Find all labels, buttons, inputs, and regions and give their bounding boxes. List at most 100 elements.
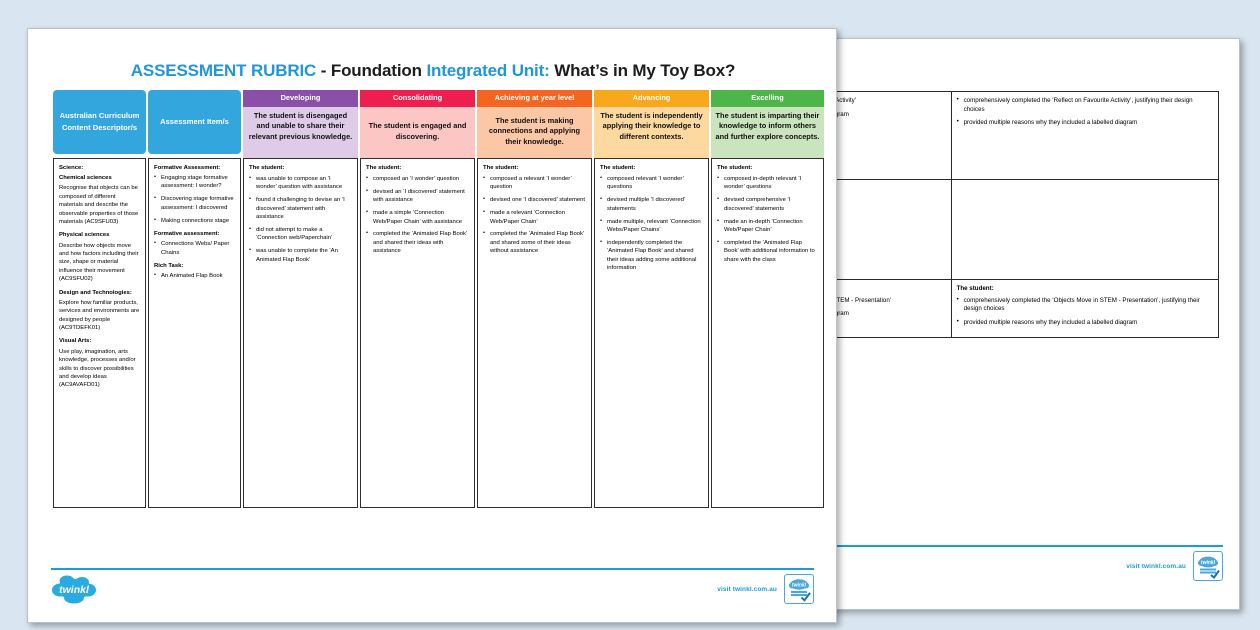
list-item: Discovering stage formative assessment: … <box>154 194 235 212</box>
cell-assessment-items: Formative Assessment: Engaging stage for… <box>148 157 241 508</box>
list-item: made multiple, relevant ‘Connection Webs… <box>600 217 703 235</box>
svg-text:twinkl: twinkl <box>1201 560 1216 566</box>
cell-lead-developing: The student: <box>249 164 285 171</box>
page2-footer-divider <box>461 545 1223 547</box>
header-label-advancing: Advancing <box>594 90 709 107</box>
rubric-page-1[interactable]: ASSESSMENT RUBRIC - Foundation Integrate… <box>27 28 837 623</box>
header-cell-advancing: Advancing The student is independently a… <box>594 90 709 158</box>
header-label-excelling: Excelling <box>711 90 824 107</box>
list-item: An Animated Flap Book <box>154 271 235 280</box>
list-item: completed the ‘Animated Flap Book’ and s… <box>483 229 586 255</box>
header-cell-assessment-items: Assessment Item/s <box>148 90 241 158</box>
list-item: composed an ‘I wonder’ question <box>366 174 469 183</box>
list-item: made a relevant ‘Connection Web/Paper Ch… <box>483 208 586 226</box>
list-item: was unable to compose an ‘I wonder’ ques… <box>249 174 352 192</box>
header-label-achieving: Achieving at year level <box>477 90 592 107</box>
page-title: ASSESSMENT RUBRIC - Foundation Integrate… <box>28 61 836 81</box>
cell-level-achieving: The student: composed a relevant ‘I wond… <box>477 157 592 508</box>
header-cell-excelling: Excelling The student is imparting their… <box>711 90 824 158</box>
cell-level-advancing: The student: composed relevant ‘I wonder… <box>594 157 709 508</box>
page1-footer: twinkl visit twinkl.com.au twinkl <box>51 574 814 604</box>
bullet-list: composed relevant ‘I wonder’ questions d… <box>600 174 703 273</box>
list-item: composed in-depth relevant ‘I wonder’ qu… <box>717 174 818 192</box>
bullet-list: Connections Webs/ Paper Chains <box>154 239 235 257</box>
twinkl-approved-badge-icon: twinkl <box>784 574 814 604</box>
cell-lead-achieving: The student: <box>483 164 519 171</box>
page-title-foundation: - Foundation <box>316 61 427 80</box>
bullet-list: An Animated Flap Book <box>154 271 235 280</box>
page2-row2-cell-2: The student: comprehensively completed t… <box>950 278 1220 339</box>
curriculum-subheading-physical: Physical sciences <box>59 232 110 239</box>
list-item: completed the ‘Animated Flap Book’ and s… <box>366 229 469 255</box>
assessment-group-title-0: Formative Assessment: <box>154 164 221 171</box>
cell-lead-excelling: The student: <box>717 164 753 171</box>
curriculum-subheading-design-tech: Design and Technologies: <box>59 289 132 296</box>
page1-visit-link[interactable]: visit twinkl.com.au <box>717 585 777 593</box>
list-item: composed relevant ‘I wonder’ questions <box>600 174 703 192</box>
footer-right-group: visit twinkl.com.au twinkl <box>717 574 814 604</box>
header-desc-excelling: The student is imparting their knowledge… <box>711 106 824 158</box>
list-item: made a simple ‘Connection Web/Paper Chai… <box>366 208 469 226</box>
header-cell-achieving: Achieving at year level The student is m… <box>477 90 592 158</box>
curriculum-text-chemical: Recognise that objects can be composed o… <box>59 185 139 225</box>
curriculum-subheading-chemical: Chemical sciences <box>59 175 112 182</box>
list-item: Making connections stage <box>154 216 235 225</box>
cell-level-developing: The student: was unable to compose an ‘I… <box>243 157 358 508</box>
twinkl-logo-icon[interactable]: twinkl <box>51 574 97 604</box>
list-item: was unable to complete the ‘An Animated … <box>249 246 352 264</box>
list-item: independently completed the ‘Animated Fl… <box>600 238 703 273</box>
page2-spacer-2 <box>950 179 1220 280</box>
cell-lead: The student: <box>956 285 994 292</box>
twinkl-approved-badge-icon: twinkl <box>1193 551 1223 581</box>
list-item: provided multiple reasons why they inclu… <box>957 118 1213 128</box>
curriculum-heading-science: Science: <box>59 164 84 171</box>
header-desc-achieving: The student is making connections and ap… <box>477 106 592 158</box>
list-item: composed a relevant ‘I wonder’ question <box>483 174 586 192</box>
header-label-developing: Developing <box>243 90 358 107</box>
list-item: completed the ‘Animated Flap Book’ with … <box>717 238 818 264</box>
bullet-list: comprehensively completed the ‘Objects M… <box>957 296 1213 328</box>
header-desc-advancing: The student is independently applying th… <box>594 106 709 158</box>
header-cell-consolidating: Consolidating The student is engaged and… <box>360 90 475 158</box>
cell-lead-advancing: The student: <box>600 164 636 171</box>
cell-curriculum-descriptors: Science: Chemical sciences Recognise tha… <box>53 157 146 508</box>
list-item: provided multiple reasons why they inclu… <box>957 318 1213 328</box>
list-item: found it challenging to devise an ‘I dis… <box>249 195 352 221</box>
curriculum-text-physical: Describe how objects move and how factor… <box>59 242 139 283</box>
curriculum-subheading-visual-arts: Visual Arts: <box>59 338 92 345</box>
bullet-list: was unable to compose an ‘I wonder’ ques… <box>249 174 352 264</box>
page1-footer-divider <box>51 567 814 570</box>
bullet-list: composed a relevant ‘I wonder’ question … <box>483 174 586 256</box>
page2-footer: visit twinkl.com.au twinkl <box>1126 551 1223 581</box>
header-desc-developing: The student is disengaged and unable to … <box>243 106 358 158</box>
header-label-curriculum: Australian Curriculum Content Descriptor… <box>53 90 146 154</box>
header-label-consolidating: Consolidating <box>360 90 475 107</box>
list-item: devised comprehensive ‘I discovered’ sta… <box>717 195 818 213</box>
bullet-list: Engaging stage formative assessment: I w… <box>154 173 235 225</box>
page-title-integrated-unit: Integrated Unit: <box>426 61 550 80</box>
page-title-unit-name: What’s in My Toy Box? <box>549 61 736 80</box>
list-item: devised one ‘I discovered’ statement <box>483 195 586 204</box>
list-item: comprehensively completed the ‘Reflect o… <box>957 96 1213 114</box>
page2-row1-cell-2: comprehensively completed the ‘Reflect o… <box>950 91 1220 180</box>
list-item: Engaging stage formative assessment: I w… <box>154 173 235 191</box>
rubric-header-row: Australian Curriculum Content Descriptor… <box>53 90 824 158</box>
cell-lead-consolidating: The student: <box>366 164 402 171</box>
page2-visit-link[interactable]: visit twinkl.com.au <box>1126 562 1186 570</box>
list-item: devised an ‘I discovered’ statement with… <box>366 187 469 205</box>
list-item: did not attempt to make a ‘Connection we… <box>249 225 352 243</box>
list-item: devised multiple ‘I discovered’ statemen… <box>600 195 703 213</box>
list-item: made an in-depth ‘Connection Web/Paper C… <box>717 217 818 235</box>
header-label-assessment-items: Assessment Item/s <box>148 90 241 154</box>
assessment-group-title-2: Rich Task: <box>154 263 184 270</box>
cell-level-consolidating: The student: composed an ‘I wonder’ ques… <box>360 157 475 508</box>
svg-text:twinkl: twinkl <box>792 583 807 589</box>
list-item: comprehensively completed the ‘Objects M… <box>957 296 1213 314</box>
rubric-body-row: Science: Chemical sciences Recognise tha… <box>53 157 824 508</box>
curriculum-text-visual-arts: Use play, imagination, arts knowledge, p… <box>59 348 136 389</box>
header-desc-consolidating: The student is engaged and discovering. <box>360 106 475 158</box>
bullet-list: composed an ‘I wonder’ question devised … <box>366 174 469 256</box>
assessment-group-title-1: Formative assessment: <box>154 230 220 237</box>
cell-level-excelling: The student: composed in-depth relevant … <box>711 157 824 508</box>
